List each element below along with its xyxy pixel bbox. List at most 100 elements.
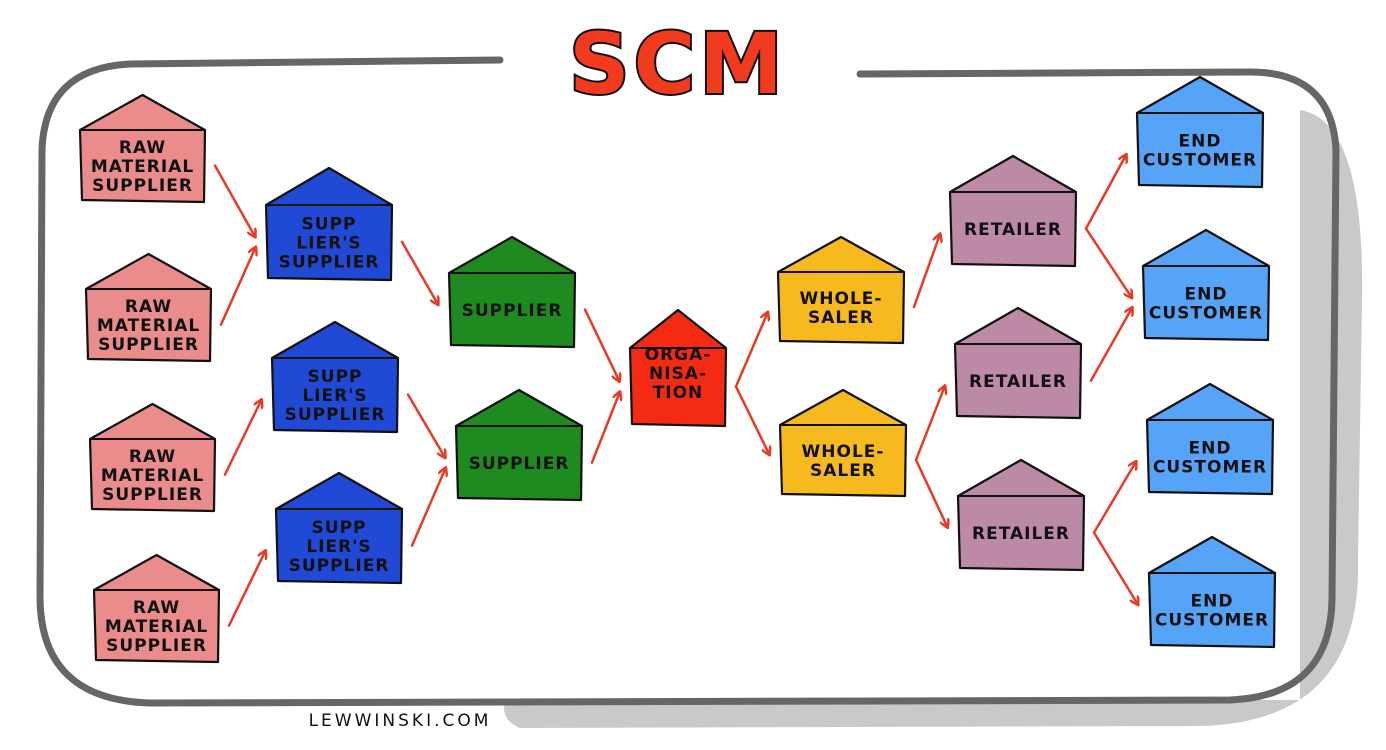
edge-arrow-sup1-org [583, 308, 619, 382]
node-label-line: LIER'S [296, 234, 361, 254]
node-label-line: LIER'S [302, 386, 367, 406]
node-house-shape [948, 154, 1078, 268]
node-label-line: END [1179, 132, 1222, 152]
node-house-shape [274, 471, 404, 585]
node-label-line: RETAILER [969, 372, 1067, 392]
edge-arrow-ret1-ec1 [1084, 155, 1126, 230]
node-sup2: SUPPLIER [454, 388, 584, 502]
node-label-line: NISA- [649, 364, 707, 384]
nodes-layer: RAWMATERIALSUPPLIERRAWMATERIALSUPPLIERRA… [78, 75, 1277, 664]
node-label-line: RETAILER [964, 220, 1062, 240]
node-label-line: MATERIAL [97, 316, 200, 336]
node-label-line: CUSTOMER [1155, 611, 1269, 631]
node-house-shape [778, 388, 908, 498]
node-label-line: SUPPLIER [462, 301, 563, 321]
edge-arrow-ws2-ret3 [914, 458, 947, 527]
node-label-line: RETAILER [972, 524, 1070, 544]
node-label-line: WHOLE- [802, 442, 885, 462]
node-house-shape [454, 388, 584, 502]
edge-arrow-ret1-ec2 [1084, 227, 1132, 298]
edge-arrow-ws1-ret1 [912, 234, 940, 309]
edge-arrow-ss3-sup2 [410, 468, 446, 547]
edge-arrow-sup2-org [590, 392, 620, 464]
node-label-line: MATERIAL [101, 466, 204, 486]
node-label-line: SUPPLIER [102, 485, 203, 505]
node-ret2: RETAILER [953, 306, 1083, 420]
node-label-line: RAW [129, 447, 176, 467]
edge-arrow-raw3-ss2 [223, 400, 261, 476]
node-label-line: SUPP [308, 367, 363, 387]
node-label-line: TION [653, 383, 704, 403]
node-house-shape [1141, 228, 1271, 342]
edge-arrow-ret2-ec2 [1089, 308, 1132, 382]
node-org: ORGA-NISA-TION [628, 308, 728, 428]
node-label-line: SUPPLIER [289, 556, 390, 576]
node-label-line: MATERIAL [105, 617, 208, 637]
diagram-title: SCM [569, 15, 787, 113]
node-ws2: WHOLE-SALER [778, 388, 908, 498]
edge-arrow-raw2-ss1 [219, 247, 256, 326]
node-label-line: CUSTOMER [1149, 304, 1263, 324]
node-label-line: ORGA- [645, 345, 712, 365]
edge-arrow-raw4-ss3 [227, 551, 265, 627]
node-label-line: SUPP [302, 215, 357, 235]
node-house-shape [776, 235, 906, 345]
edge-arrow-raw1-ss1 [213, 164, 255, 237]
edge-arrow-ret3-ec4 [1092, 531, 1138, 605]
node-label-line: SUPP [312, 518, 367, 538]
node-label-line: RAW [125, 297, 172, 317]
node-label-line: WHOLE- [800, 289, 883, 309]
node-label-line: SUPPLIER [279, 253, 380, 273]
edge-arrow-ret3-ec3 [1092, 462, 1136, 534]
node-label-line: SALER [810, 461, 876, 481]
node-label-line: SUPPLIER [285, 405, 386, 425]
node-ret3: RETAILER [956, 458, 1086, 572]
node-house-shape [447, 235, 577, 349]
node-label-line: END [1189, 439, 1232, 459]
node-label-line: LIER'S [306, 537, 371, 557]
node-house-shape [92, 553, 221, 664]
edge-arrow-ws2-ret2 [914, 386, 945, 462]
node-label-line: RAW [119, 138, 166, 158]
node-house-shape [264, 166, 394, 282]
credit-text: LEWWINSKI.COM [309, 711, 492, 731]
node-house-shape [953, 306, 1083, 420]
node-ret1: RETAILER [948, 154, 1078, 268]
node-label-line: CUSTOMER [1153, 458, 1267, 478]
node-house-shape [1147, 535, 1277, 649]
edge-arrow-org-ws1 [734, 312, 768, 388]
frame-border [36, 56, 1340, 707]
node-house-shape [88, 402, 217, 513]
node-house-shape [1135, 75, 1265, 189]
node-sup1: SUPPLIER [447, 235, 577, 349]
node-label-line: SUPPLIER [469, 454, 570, 474]
node-house-shape [1145, 382, 1275, 496]
node-house-shape [270, 320, 400, 434]
node-label-line: END [1185, 285, 1228, 305]
node-ws1: WHOLE-SALER [776, 235, 906, 345]
node-house-shape [956, 458, 1086, 572]
node-house-shape [84, 252, 213, 363]
node-label-line: SUPPLIER [92, 176, 193, 196]
edges-layer [213, 155, 1138, 627]
node-label-line: CUSTOMER [1143, 151, 1257, 171]
edge-arrow-ss1-sup1 [400, 240, 438, 304]
edge-arrow-ss2-sup2 [406, 393, 445, 458]
node-label-line: RAW [133, 598, 180, 618]
edge-arrow-org-ws2 [734, 385, 769, 455]
node-label-line: SALER [808, 308, 874, 328]
node-label-line: MATERIAL [91, 157, 194, 177]
node-house-shape [628, 308, 728, 428]
